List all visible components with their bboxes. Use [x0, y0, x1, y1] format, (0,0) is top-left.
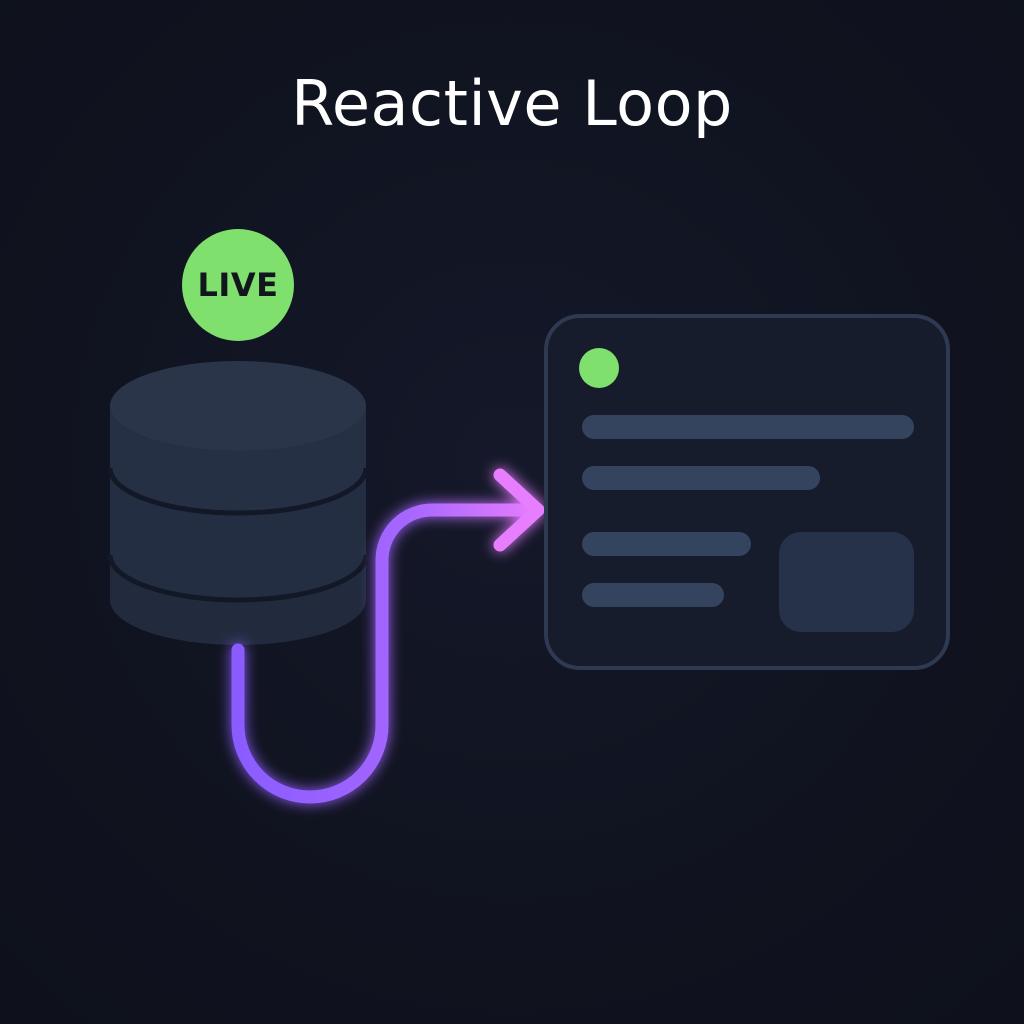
card-line-3	[582, 532, 751, 556]
card-image-block	[779, 532, 914, 632]
ui-card-icon	[544, 314, 950, 670]
database-middle-segment	[110, 468, 366, 600]
card-line-2	[582, 466, 820, 490]
diagram-title: Reactive Loop	[291, 67, 733, 140]
card-line-4	[582, 583, 724, 607]
database-icon	[107, 361, 369, 645]
loop-arrow-icon	[231, 468, 545, 804]
loop-arrow-head	[493, 468, 545, 552]
live-badge: LIVE	[182, 229, 294, 341]
card-line-1	[582, 415, 914, 439]
database-top	[110, 361, 366, 451]
loop-arrow-path	[231, 503, 545, 804]
database-ring-2	[107, 554, 369, 603]
database-ring-1	[107, 467, 369, 516]
status-dot-icon	[579, 348, 619, 388]
database-upper-segment	[110, 406, 366, 513]
live-badge-label: LIVE	[197, 266, 279, 304]
